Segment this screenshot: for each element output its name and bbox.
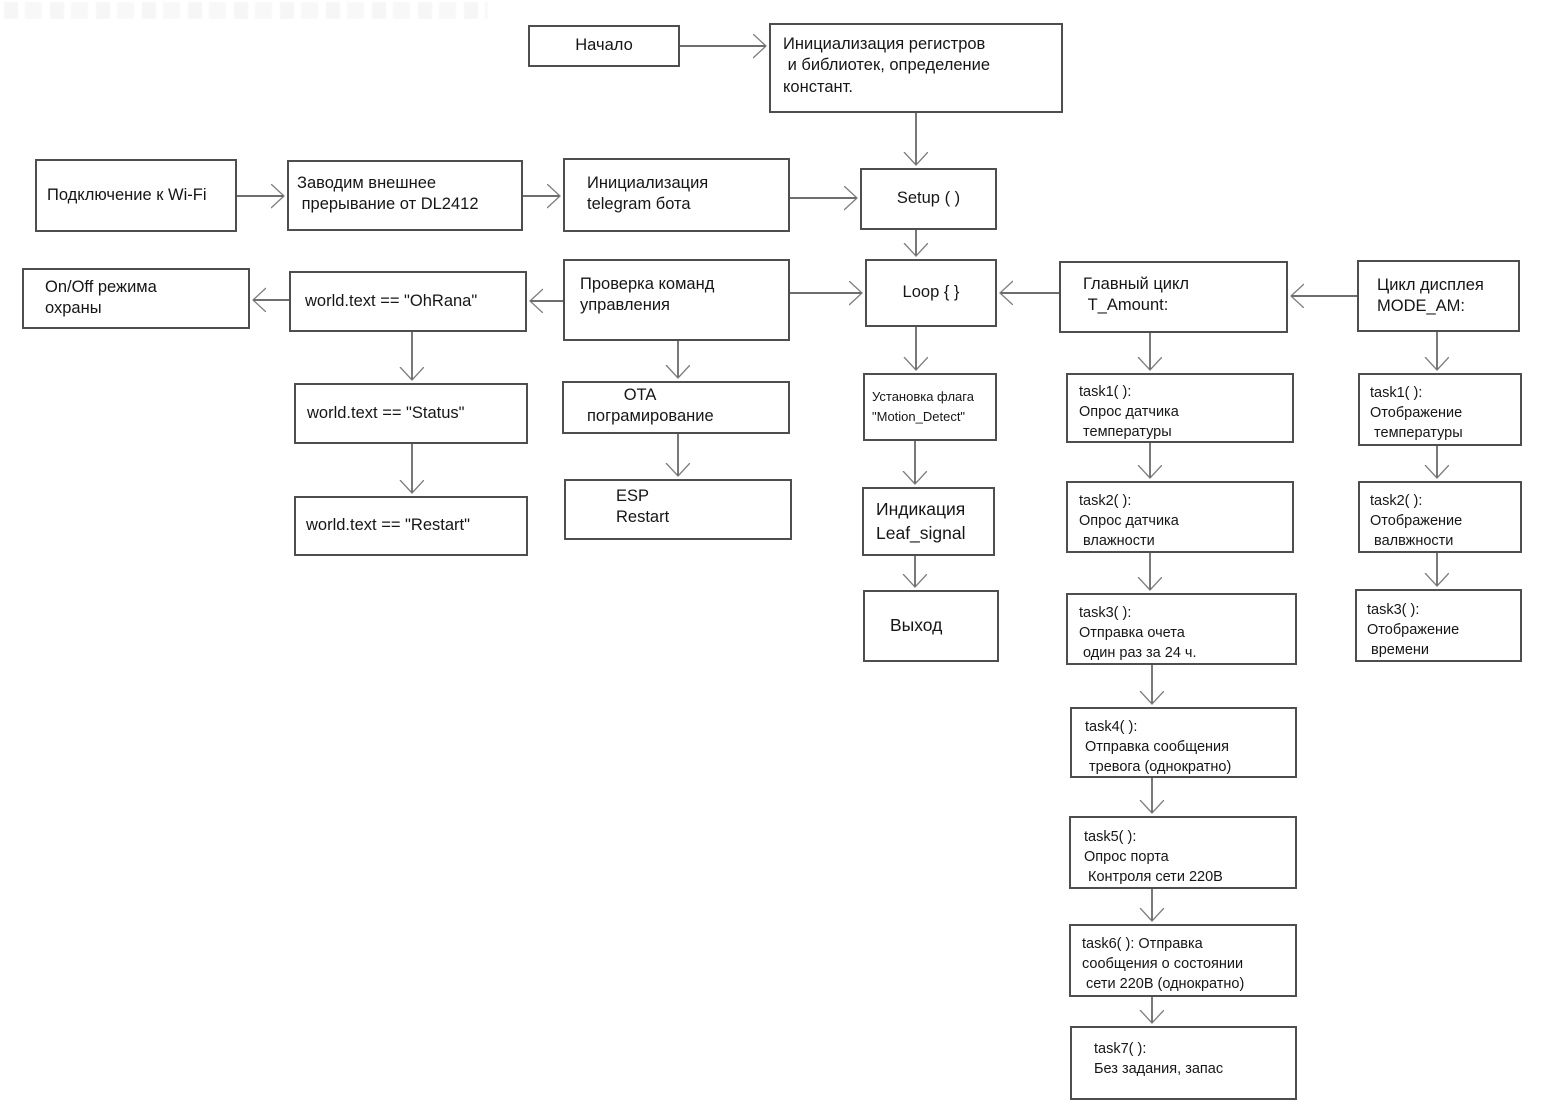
node-main-cycle: Главный цикл T_Amount:: [1059, 261, 1288, 333]
node-worldtext-status: world.text == "Status": [294, 383, 528, 444]
node-onoff-guard-mode: On/Off режима охраны: [22, 268, 250, 329]
node-init-registers: Инициализация регистров и библиотек, опр…: [769, 23, 1063, 113]
node-motion-detect-flag: Установка флага "Motion_Detect": [863, 373, 997, 441]
node-esp-restart: ESP Restart: [564, 479, 792, 540]
node-worldtext-ohrana: world.text == "OhRana": [289, 271, 527, 332]
node-start: Начало: [528, 25, 680, 67]
node-loop: Loop { }: [865, 259, 997, 327]
node-external-interrupt: Заводим внешнее прерывание от DL2412: [287, 160, 523, 231]
node-task1-temperature-poll: task1( ): Опрос датчика температуры: [1066, 373, 1294, 443]
node-disp-task3-show-time: task3( ): Отображение времени: [1355, 589, 1522, 662]
node-ota-programming: OTA пограмирование: [562, 381, 790, 434]
node-setup: Setup ( ): [860, 168, 997, 230]
node-telegram-bot-init: Инициализация telegram бота: [563, 158, 790, 232]
node-command-check: Проверка команд управления: [563, 259, 790, 341]
node-task2-humidity-poll: task2( ): Опрос датчика влажности: [1066, 481, 1294, 553]
node-task5-mains-port-poll: task5( ): Опрос порта Контроля сети 220В: [1069, 816, 1297, 889]
node-exit: Выход: [863, 590, 999, 662]
node-disp-task2-show-humidity: task2( ): Отображение валвжности: [1358, 481, 1522, 553]
node-display-cycle: Цикл дисплея MODE_AM:: [1357, 260, 1520, 332]
node-wifi-connect: Подключение к Wi-Fi: [35, 159, 237, 232]
node-disp-task1-show-temperature: task1( ): Отображение температуры: [1358, 373, 1522, 446]
node-task6-mains-status-message: task6( ): Отправка сообщения о состоянии…: [1069, 924, 1297, 997]
node-leaf-signal-indication: Индикация Leaf_signal: [862, 487, 995, 556]
node-task7-spare: task7( ): Без задания, запас: [1070, 1026, 1297, 1100]
faint-illegible-text: [4, 2, 488, 19]
node-task3-daily-report: task3( ): Отправка очета один раз за 24 …: [1066, 593, 1297, 665]
node-worldtext-restart: world.text == "Restart": [294, 496, 528, 556]
node-task4-alarm-message: task4( ): Отправка сообщения тревога (од…: [1070, 707, 1297, 778]
